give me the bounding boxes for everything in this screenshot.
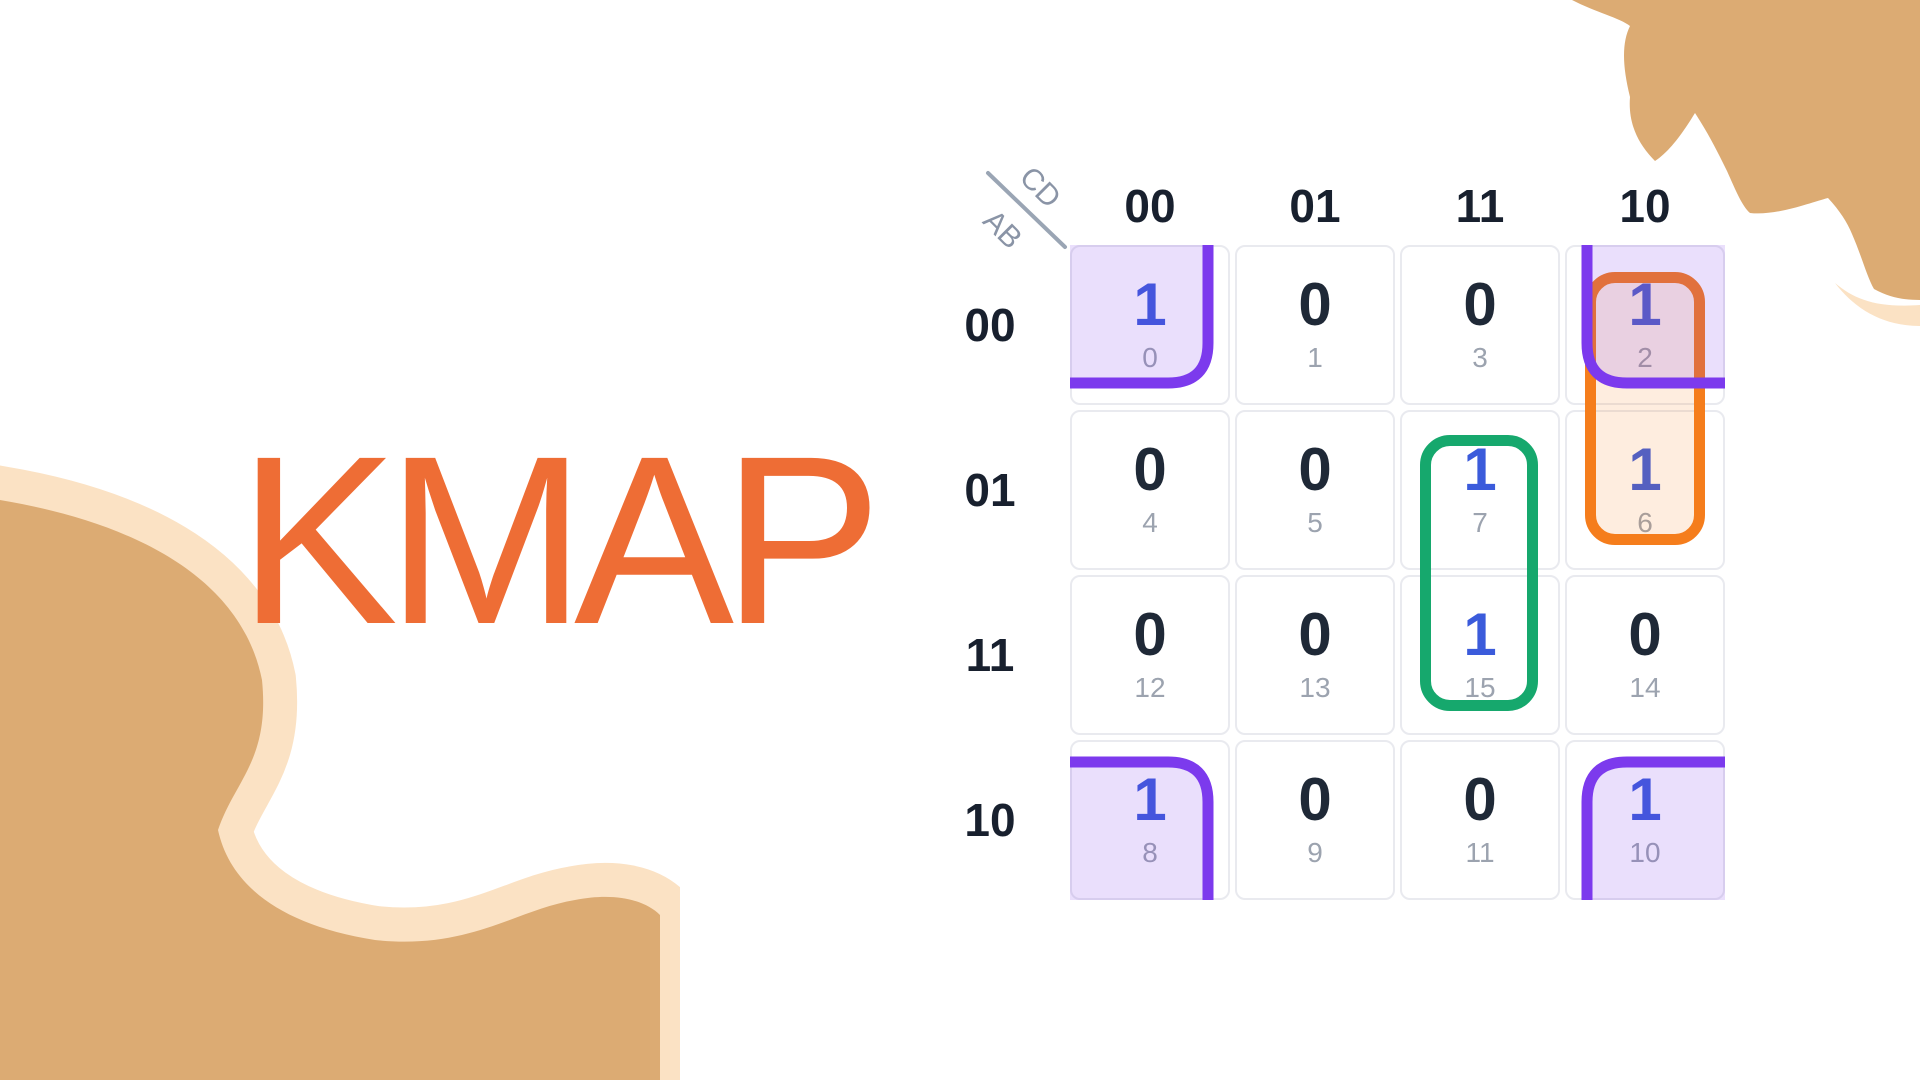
col-header-10: 10 bbox=[1619, 180, 1671, 232]
cell-index: 5 bbox=[1307, 507, 1323, 538]
cell-index: 4 bbox=[1142, 507, 1158, 538]
group-corner-piece-cell10 bbox=[1581, 756, 1725, 900]
group-corner-piece-cell0 bbox=[1070, 245, 1214, 389]
cell-value: 1 bbox=[1463, 436, 1497, 503]
page-title: KMAP bbox=[238, 406, 882, 674]
cell-value: 1 bbox=[1133, 273, 1166, 337]
cell-index: 9 bbox=[1307, 837, 1323, 868]
cell-index: 2 bbox=[1637, 343, 1653, 373]
variables-diagonal-line bbox=[986, 171, 1067, 249]
cell-index: 10 bbox=[1629, 838, 1660, 868]
row-header-10: 10 bbox=[964, 794, 1016, 846]
cell-value: 0 bbox=[1298, 601, 1332, 668]
row-header-01: 01 bbox=[964, 464, 1016, 516]
cell-value: 0 bbox=[1133, 601, 1167, 668]
cell-index: 8 bbox=[1142, 838, 1158, 868]
cell-value: 1 bbox=[1628, 273, 1661, 337]
cell-index: 11 bbox=[1465, 837, 1495, 868]
cell-value: 0 bbox=[1463, 766, 1497, 833]
cell-index: 12 bbox=[1134, 672, 1166, 703]
col-header-01: 01 bbox=[1289, 180, 1341, 232]
cell-value: 0 bbox=[1298, 436, 1332, 503]
cell-value: 0 bbox=[1298, 271, 1332, 338]
group-corner-piece-cell2 bbox=[1581, 245, 1725, 389]
group-outline-green bbox=[1420, 435, 1538, 711]
karnaugh-map: CD AB 00 01 11 10 00 01 11 10 10 01 03 1… bbox=[964, 161, 1725, 900]
col-header-00: 00 bbox=[1124, 180, 1176, 232]
col-header-11: 11 bbox=[1455, 180, 1505, 232]
cell-value: 0 bbox=[1628, 601, 1662, 668]
cell-value: 1 bbox=[1463, 601, 1497, 668]
cell-value: 1 bbox=[1133, 768, 1166, 832]
cell-index: 0 bbox=[1142, 343, 1158, 373]
cell-index: 3 bbox=[1472, 342, 1488, 373]
cell-index: 1 bbox=[1307, 342, 1323, 373]
cell-index: 13 bbox=[1299, 672, 1331, 703]
row-header-11: 11 bbox=[965, 629, 1015, 681]
cell-value: 0 bbox=[1463, 271, 1497, 338]
cell-index: 15 bbox=[1464, 672, 1496, 703]
cell-index: 6 bbox=[1637, 507, 1653, 538]
cell-value: 1 bbox=[1628, 768, 1661, 832]
cell-value: 0 bbox=[1298, 766, 1332, 833]
cell-index: 14 bbox=[1629, 672, 1661, 703]
group-corner-piece-cell8 bbox=[1070, 756, 1214, 900]
cell-index: 7 bbox=[1472, 507, 1488, 538]
row-header-00: 00 bbox=[964, 299, 1016, 351]
cell-value: 1 bbox=[1628, 436, 1662, 503]
cell-value: 0 bbox=[1133, 436, 1167, 503]
